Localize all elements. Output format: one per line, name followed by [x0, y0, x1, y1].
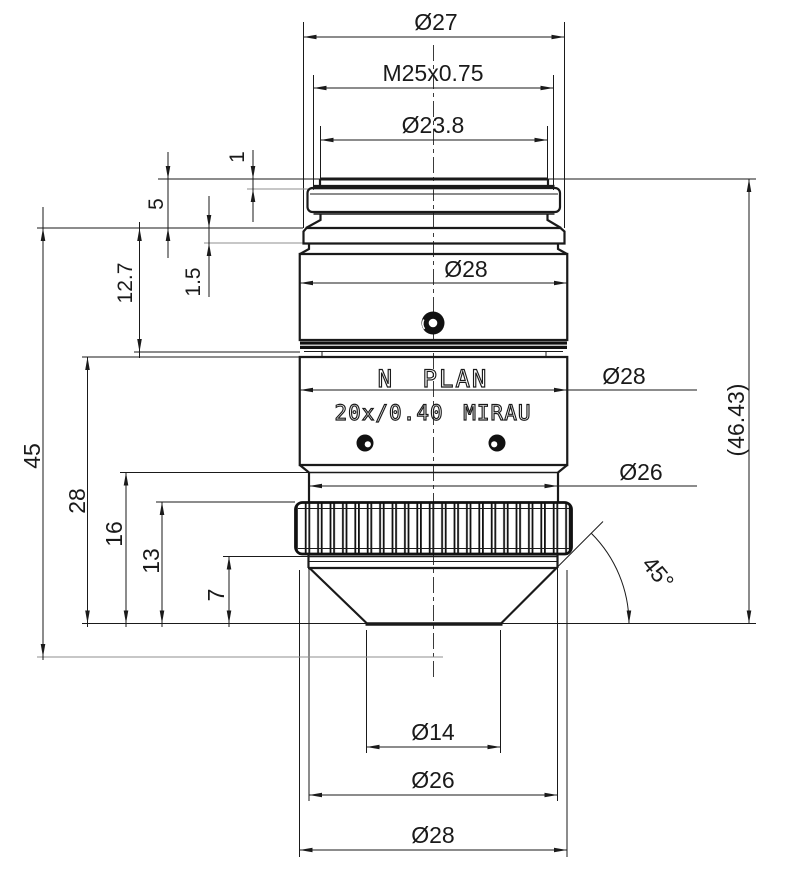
dim-dia27: Ø27 — [303, 9, 565, 40]
nose-cone — [309, 567, 557, 626]
objective-body: N PLAN 20x/0.40 MIRAU — [294, 177, 573, 626]
cone-shoulder-ring — [307, 554, 559, 570]
dim-h1-5: 1.5 — [182, 196, 212, 297]
dim-label-dia28-barrel: Ø28 — [444, 256, 487, 282]
flange-neck — [299, 243, 568, 255]
diameter-dimensions: Ø27 M25x0.75 Ø23.8 Ø28 Ø28 Ø26 Ø14 — [299, 9, 697, 853]
dim-label-h1-5: 1.5 — [182, 267, 205, 296]
dim-overall-length: (46.43) — [723, 179, 752, 624]
dim-label-dia26-mid: Ø26 — [619, 459, 662, 485]
dim-label-h5: 5 — [145, 198, 168, 210]
engraved-barrel: N PLAN 20x/0.40 MIRAU — [298, 355, 569, 474]
dim-label-cone-angle: 45° — [637, 551, 679, 594]
dim-label-dia28-mid: Ø28 — [602, 363, 645, 389]
mount-flange — [302, 226, 566, 245]
screw-hole-center — [428, 318, 438, 328]
dim-label-dia27: Ø27 — [414, 9, 457, 35]
dim-dia26-bottom: Ø26 — [309, 767, 558, 798]
knurled-grip — [294, 501, 573, 556]
dim-label-overall-length: (46.43) — [723, 384, 749, 457]
engraving-magnification: 20x/0.40 MIRAU — [334, 401, 531, 425]
length-dimensions: 1 5 1.5 12.7 45 — [19, 150, 752, 660]
set-screw-right — [488, 434, 506, 452]
dim-h5: 5 — [145, 152, 171, 258]
dim-label-dia28-bottom: Ø28 — [411, 822, 454, 848]
dim-h28: 28 — [64, 357, 90, 627]
set-screw-left — [356, 434, 374, 452]
dim-label-dia14: Ø14 — [411, 719, 455, 745]
dim-dia28-bottom: Ø28 — [299, 822, 567, 853]
dim-h12-7: 12.7 — [114, 222, 142, 358]
dim-h16: 16 — [101, 472, 129, 627]
extension-lines — [37, 22, 756, 857]
dim-label-h16: 16 — [101, 521, 127, 547]
dim-label-h13: 13 — [138, 548, 164, 574]
dim-dia26-mid: Ø26 — [309, 459, 697, 489]
dim-h7: 7 — [203, 556, 232, 627]
thread-section — [305, 177, 562, 229]
dim-label-h28: 28 — [64, 488, 90, 514]
dim-label-h45: 45 — [19, 443, 45, 469]
dim-dia28-mid: Ø28 — [300, 363, 697, 393]
dim-label-h1: 1 — [226, 151, 249, 163]
dim-dia23-8: Ø23.8 — [320, 112, 548, 143]
dim-h45: 45 — [19, 207, 46, 660]
cone-edge-extension-line — [555, 521, 604, 569]
dim-label-h12-7: 12.7 — [114, 263, 137, 304]
dim-label-dia23-8: Ø23.8 — [402, 112, 465, 138]
dim-h13: 13 — [138, 502, 165, 627]
angle-arc — [591, 533, 632, 624]
dim-label-dia26-bottom: Ø26 — [411, 767, 454, 793]
dim-label-h7: 7 — [203, 589, 229, 602]
dim-thread-m25: M25x0.75 — [313, 60, 554, 91]
dim-h1: 1 — [226, 150, 256, 222]
engraving-series: N PLAN — [378, 365, 489, 393]
dim-dia28-barrel: Ø28 — [300, 256, 567, 286]
cone-angle-dimension: 45° — [555, 521, 679, 624]
dim-label-thread: M25x0.75 — [382, 60, 483, 86]
dim-dia14: Ø14 — [366, 719, 501, 750]
